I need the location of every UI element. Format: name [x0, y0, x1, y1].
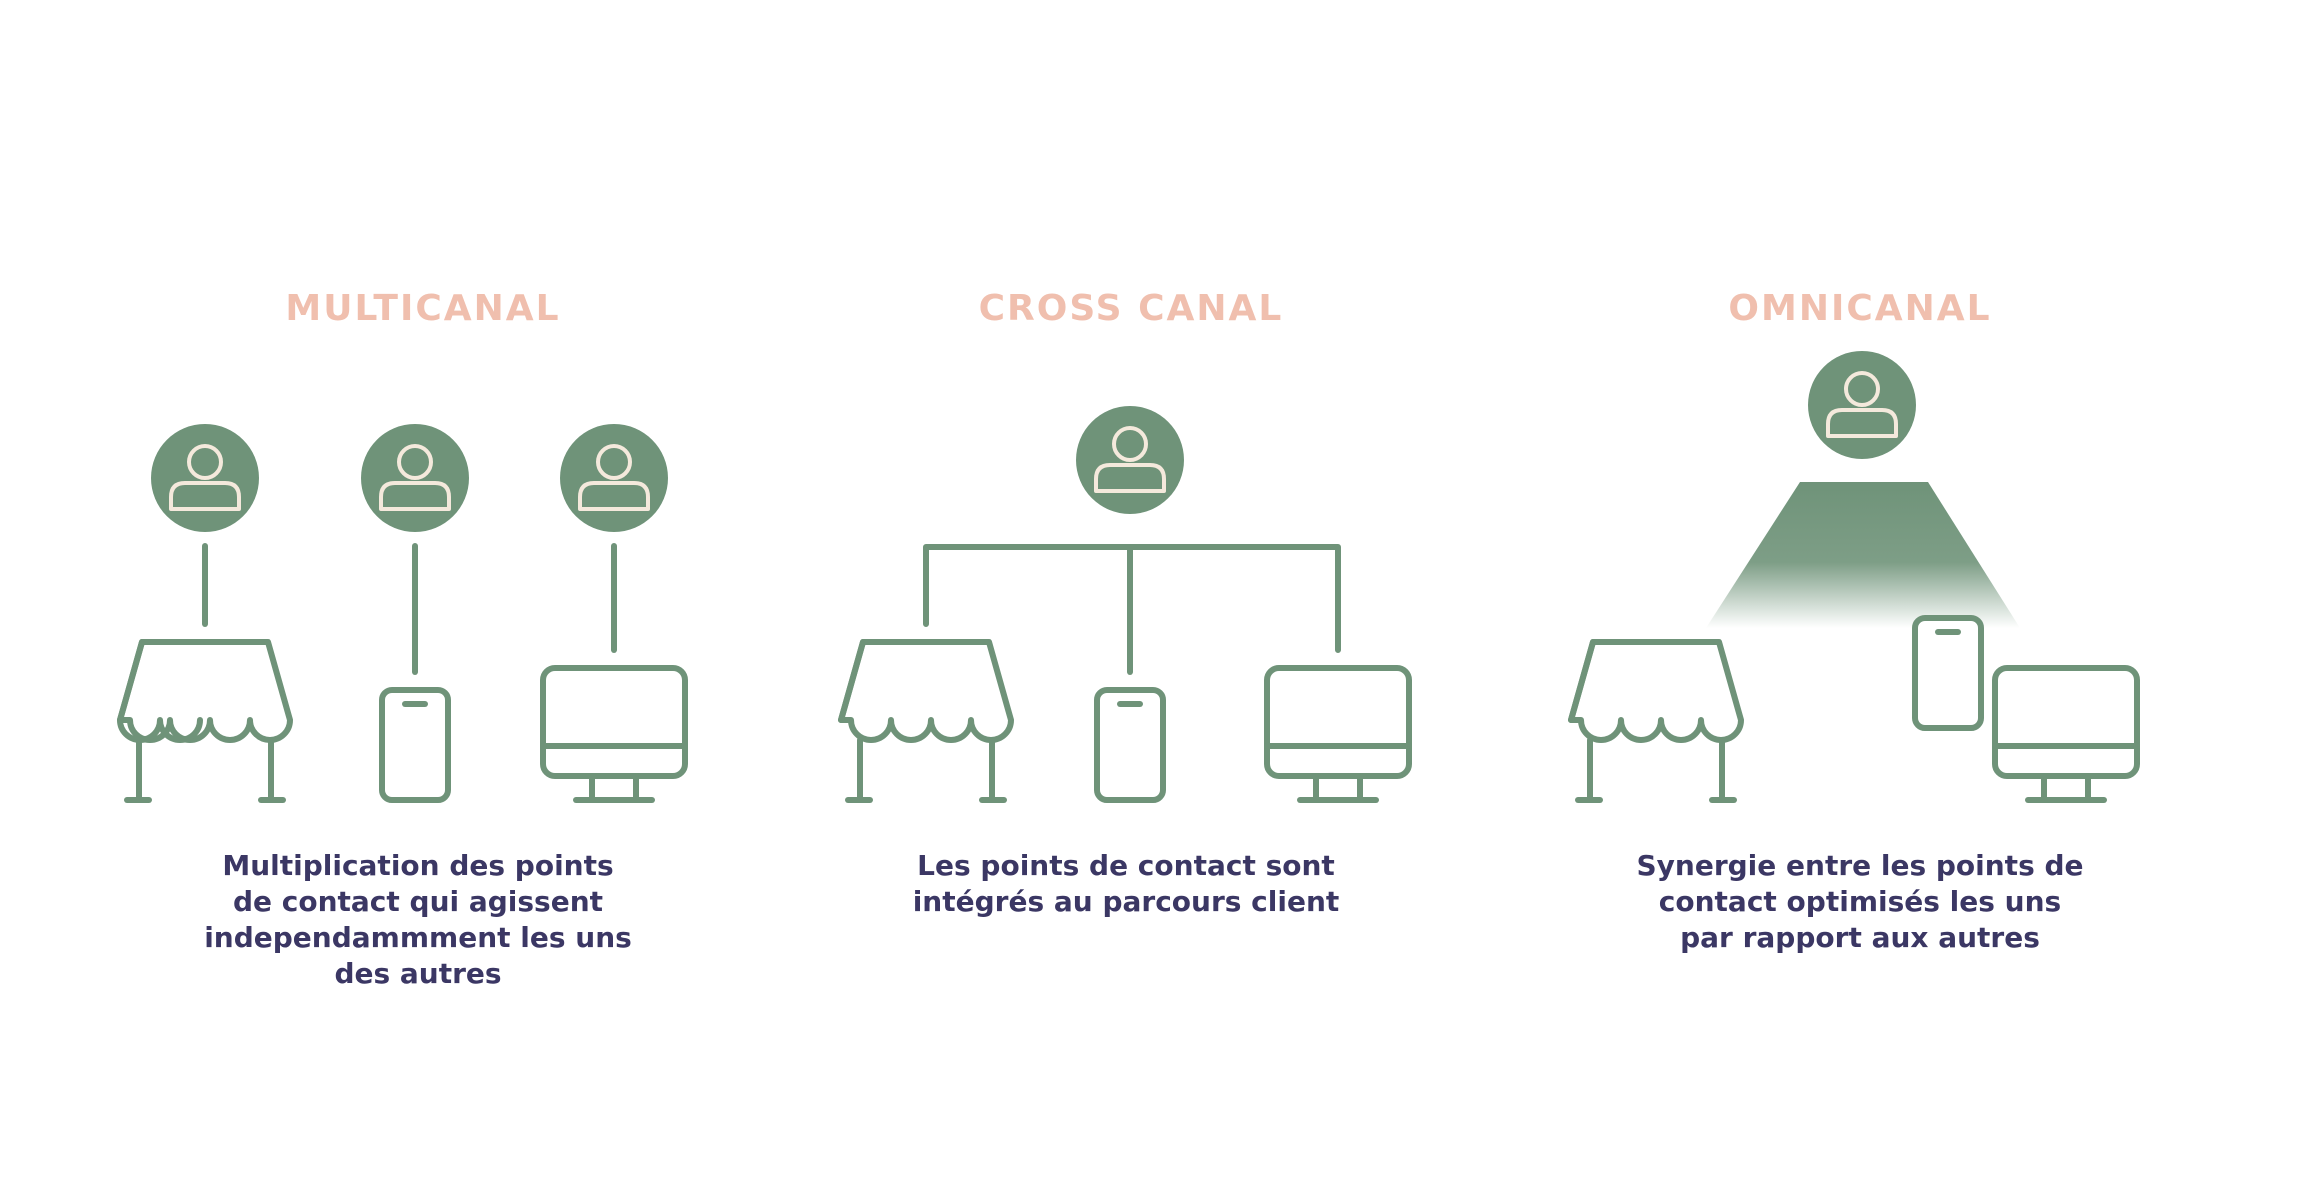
monitor-icon [1264, 665, 1412, 803]
caption-line: des autres [334, 957, 502, 990]
caption-line: Multiplication des points [222, 849, 614, 882]
caption-line: independammment les uns [204, 921, 632, 954]
caption-line: intégrés au parcours client [912, 885, 1340, 918]
caption-line: Les points de contact sont [917, 849, 1335, 882]
user-icon [361, 424, 469, 532]
store-icon [117, 639, 293, 803]
cross-canal-diagram [838, 406, 1412, 803]
connector-lines [202, 543, 617, 675]
user-icon [1808, 351, 1916, 459]
smartphone-icon [1912, 615, 1984, 731]
omnichannel-beam [1706, 482, 2020, 628]
caption-line: par rapport aux autres [1680, 921, 2040, 954]
store-icon [1568, 639, 1744, 803]
cross-canal-title: CROSS CANAL [978, 288, 1284, 329]
user-icon [560, 424, 668, 532]
caption-line: de contact qui agissent [232, 885, 604, 918]
connector-tree [923, 544, 1341, 675]
multicanal-diagram [117, 424, 688, 803]
omnicanal-caption: Synergie entre les points de contact opt… [1600, 848, 2120, 956]
monitor-icon [1992, 665, 2140, 803]
caption-line: Synergie entre les points de [1636, 849, 2084, 882]
multicanal-caption: Multiplication des points de contact qui… [158, 848, 678, 992]
caption-line: contact optimisés les uns [1658, 885, 2062, 918]
cross-canal-caption: Les points de contact sont intégrés au p… [866, 848, 1386, 920]
user-icon [1076, 406, 1184, 514]
smartphone-icon [379, 687, 451, 803]
monitor-icon [540, 665, 688, 803]
smartphone-icon [1094, 687, 1166, 803]
multicanal-title: MULTICANAL [285, 288, 561, 329]
store-icon [838, 639, 1014, 803]
user-icon [151, 424, 259, 532]
omnicanal-title: OMNICANAL [1728, 288, 1992, 329]
omnicanal-diagram [1568, 351, 2140, 803]
